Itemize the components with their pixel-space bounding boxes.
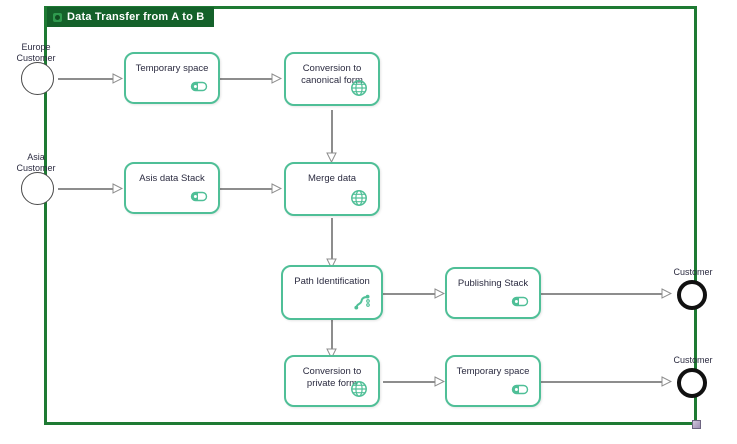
start-event-europe-label-line2: Customer [16,53,56,63]
pool-title-label: Data Transfer from A to B [67,11,205,23]
resize-handle-bottom-right[interactable] [692,420,701,429]
task-conversion-canonical-label-line2: canonical form [301,75,363,86]
start-event-europe[interactable] [21,62,54,95]
task-conversion-canonical-label-line1: Conversion to [302,63,362,74]
flow-conversion-private-to-temporary-space-bottom [383,381,438,383]
task-path-identification[interactable]: Path Identification [281,265,383,320]
start-event-europe-label: Europe Customer [0,42,81,64]
flow-temporary-space-to-conversion-canonical [220,78,277,80]
flow-asis-data-stack-to-merge-data [220,188,277,190]
start-event-asia-label-line2: Customer [16,163,56,173]
task-conversion-canonical-label: Conversion to canonical form [286,63,378,87]
start-event-europe-label-line1: Europe [21,42,51,52]
task-asis-data-stack-label: Asis data Stack [139,173,205,184]
task-conversion-private[interactable]: Conversion to private form [284,355,380,407]
flow-path-identification-to-publishing-stack [383,293,438,295]
flow-publishing-stack-to-customer-1 [541,293,666,295]
flow-path-identification-to-conversion-private [331,320,333,352]
end-event-customer-1[interactable] [677,280,707,310]
task-temporary-space-top-label: Temporary space [135,63,209,74]
flow-start-asia-to-asis-data-stack [58,188,118,190]
globe-icon [349,78,369,98]
task-path-identification-label: Path Identification [294,276,370,287]
pool-frame[interactable] [44,6,697,425]
pool-collapse-icon[interactable] [53,12,62,22]
task-conversion-private-label: Conversion to private form [286,366,378,390]
task-conversion-canonical[interactable]: Conversion to canonical form [284,52,380,106]
end-event-customer-1-label: Customer [673,267,713,277]
task-merge-data[interactable]: Merge data [284,162,380,216]
flow-merge-data-to-path-identification [331,218,333,263]
data-store-icon [189,76,209,96]
task-temporary-space-top[interactable]: Temporary space [124,52,220,104]
task-conversion-private-label-line2: private form [306,378,358,389]
task-publishing-stack-label: Publishing Stack [457,278,529,289]
task-conversion-private-label-line1: Conversion to [302,366,362,377]
start-event-asia-label: Asia Customer [0,152,81,174]
start-event-asia-label-line1: Asia [27,152,45,162]
globe-icon [349,379,369,399]
flow-temporary-space-bottom-to-customer-2 [541,381,666,383]
start-event-asia[interactable] [21,172,54,205]
task-asis-data-stack[interactable]: Asis data Stack [124,162,220,214]
task-merge-data-label: Merge data [307,173,357,184]
globe-icon [349,188,369,208]
task-temporary-space-bottom-label: Temporary space [456,366,530,377]
end-event-customer-2[interactable] [677,368,707,398]
route-icon [352,292,372,312]
task-temporary-space-bottom[interactable]: Temporary space [445,355,541,407]
pool-title-bar[interactable]: Data Transfer from A to B [47,7,215,27]
data-store-icon [510,379,530,399]
data-store-icon [510,291,530,311]
task-publishing-stack[interactable]: Publishing Stack [445,267,541,319]
flow-start-europe-to-temporary-space [58,78,118,80]
end-event-customer-2-label: Customer [673,355,713,365]
data-store-icon [189,186,209,206]
flow-conversion-canonical-to-merge-data [331,110,333,156]
